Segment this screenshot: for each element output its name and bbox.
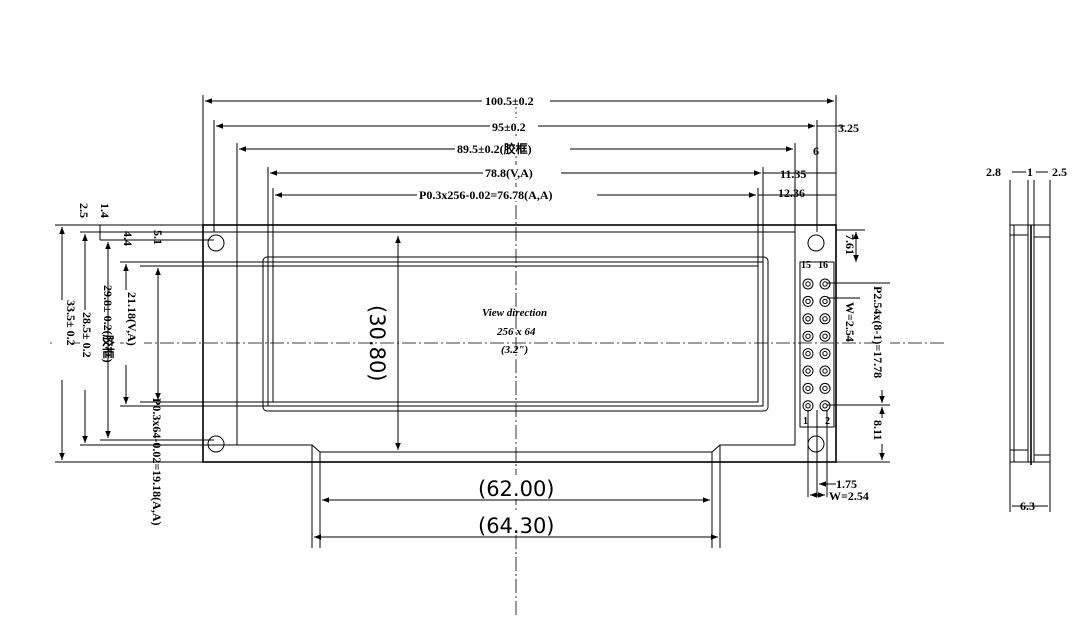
pin-label-1: 1 xyxy=(803,416,808,427)
pin-hole xyxy=(805,350,811,357)
side-dim-bottom: 6.3 xyxy=(1020,499,1035,513)
pin-hole xyxy=(805,333,811,339)
pin-hole xyxy=(805,281,811,287)
pin-hole xyxy=(805,385,811,392)
dim-right-offset-1: 3.25 xyxy=(838,121,859,135)
dim-active-height: P0.3x64-0.02=19.18(A,A) xyxy=(150,398,164,526)
dim-right-offset-2: 6 xyxy=(813,144,819,158)
pin-pad xyxy=(819,295,831,307)
side-dim-mid: 1 xyxy=(1027,165,1033,179)
pin-pad xyxy=(802,365,814,377)
pcb-outline xyxy=(202,224,837,463)
pin-hole xyxy=(805,298,811,305)
pin-pad xyxy=(819,313,831,325)
dim-pin-row-width: W=2.54 xyxy=(829,489,869,503)
pin-pad xyxy=(819,348,831,360)
pin-pad xyxy=(819,400,831,412)
pin-label-15: 15 xyxy=(801,260,811,271)
pin-hole xyxy=(822,368,828,374)
viewing-area xyxy=(267,261,764,407)
pin-label-16: 16 xyxy=(818,260,828,271)
pin-hole xyxy=(822,316,828,322)
dim-inner-height: (30.80) xyxy=(365,305,389,382)
bezel-outline xyxy=(262,256,769,412)
pin-pad xyxy=(802,348,814,360)
mounting-hole-bottom-left xyxy=(207,435,225,453)
pin-pad xyxy=(802,278,814,290)
pin-pad xyxy=(802,400,814,412)
pin-pad xyxy=(802,382,814,394)
dim-bottom-width-2: (64.30) xyxy=(478,514,555,538)
mounting-hole-top-right xyxy=(807,234,825,252)
resolution-label: 256 x 64 xyxy=(496,326,536,338)
pin-hole xyxy=(822,385,828,392)
dim-bottom-width-1: (62.00) xyxy=(478,477,555,501)
pin-pad xyxy=(802,313,814,325)
dim-left-top-4: 5.1 xyxy=(151,230,165,245)
side-dim-right: 2.5 xyxy=(1052,165,1067,179)
pin-pad xyxy=(802,295,814,307)
mounting-hole-top-left xyxy=(207,234,225,252)
pin-pad xyxy=(819,365,831,377)
pin-hole xyxy=(822,403,828,409)
pin-pad xyxy=(802,330,814,342)
pin-pad xyxy=(819,330,831,342)
dim-left-top-3: 4.4 xyxy=(121,231,135,246)
dim-viewing-height: 21.18(V,A) xyxy=(125,292,139,346)
dim-overall-height: 33.5± 0.2 xyxy=(64,300,78,346)
dim-frame-width: 95±0.2 xyxy=(492,120,526,134)
side-dim-left: 2.8 xyxy=(986,165,1001,179)
dim-right-offset-4: 12.36 xyxy=(778,186,805,200)
dim-overall-width: 100.5±0.2 xyxy=(485,94,534,108)
dim-viewing-width: 78.8(V,A) xyxy=(485,166,533,180)
pin-header xyxy=(799,261,835,428)
pin-pad xyxy=(819,278,831,290)
dim-frame-height: 28.5± 0.2 xyxy=(80,312,94,358)
pin-hole xyxy=(805,403,811,409)
pin-hole xyxy=(805,368,811,374)
active-area xyxy=(272,265,759,403)
pin-hole xyxy=(822,333,828,339)
dim-right-offset-3: 11.35 xyxy=(780,167,806,181)
view-direction-label: View direction xyxy=(482,307,547,319)
dim-pin-pitch: W=2.54 xyxy=(843,302,857,342)
dim-pin-top-offset: 7.61 xyxy=(843,234,857,255)
side-view-body xyxy=(1009,224,1051,463)
mounting-hole-bottom-right xyxy=(807,435,825,453)
pin-pad xyxy=(819,382,831,394)
dim-pin-edge: 1.75 xyxy=(836,477,857,491)
dim-bezel-width: 89.5±0.2(胶框) xyxy=(457,141,532,156)
pin-hole xyxy=(822,281,828,287)
dim-left-top-2: 1.4 xyxy=(98,203,112,218)
size-label: (3.2") xyxy=(501,344,528,356)
pin-hole xyxy=(822,350,828,357)
dim-pin-bottom-offset: 8.11 xyxy=(871,420,885,440)
dim-pin-span: P2.54x(8-1)=17.78 xyxy=(871,286,885,378)
pin-hole xyxy=(805,316,811,322)
dim-active-width: P0.3x256-0.02=76.78(A,A) xyxy=(419,188,553,202)
pin-hole xyxy=(822,298,828,305)
side-view xyxy=(1009,171,1051,512)
dim-left-top-1: 2.5 xyxy=(77,203,91,218)
